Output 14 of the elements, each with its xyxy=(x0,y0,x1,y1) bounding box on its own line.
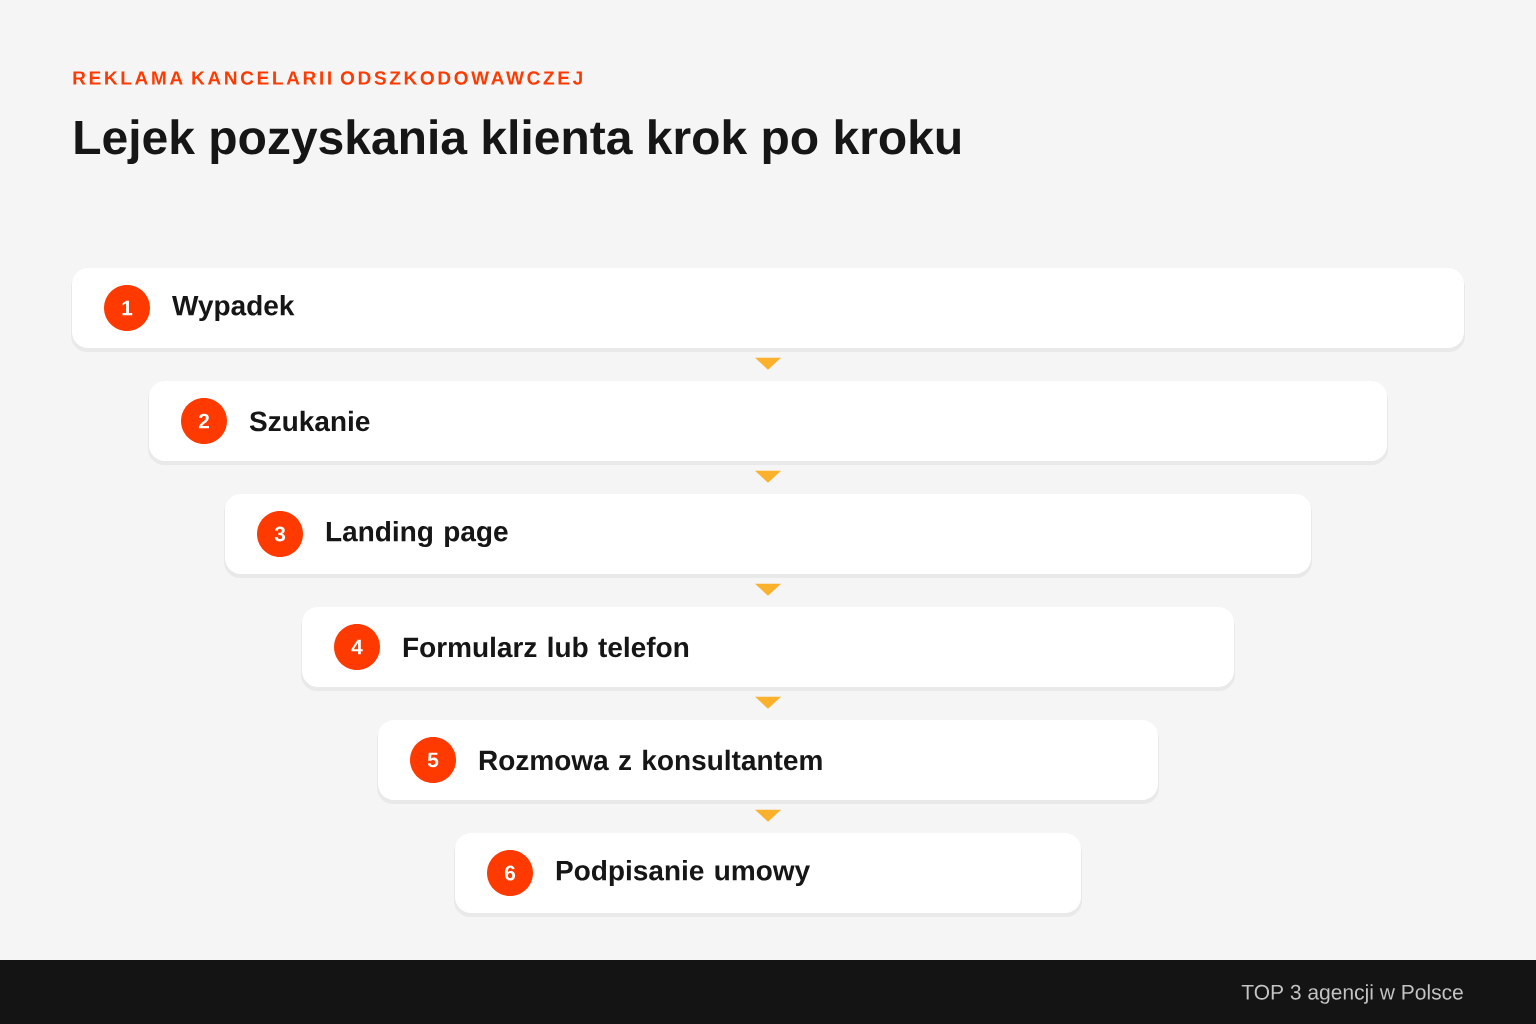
footer-text: TOP 3 agencji w Polsce xyxy=(1241,984,1463,1004)
number-badge: 6 xyxy=(487,850,533,896)
number-badge: 2 xyxy=(181,398,227,444)
subtitle: REKLAMA KANCELARII ODSZKODOWAWCZEJ xyxy=(73,71,582,85)
arrow xyxy=(755,470,781,483)
title: Lejek pozyskania klienta krok po kroku xyxy=(75,119,960,164)
number-badge: 1 xyxy=(104,285,150,331)
number-badge: 4 xyxy=(334,624,380,670)
arrow xyxy=(755,583,781,596)
arrow xyxy=(755,696,781,709)
arrow xyxy=(755,357,781,370)
arrow xyxy=(755,809,781,822)
number-badge: 5 xyxy=(410,737,456,783)
number-badge: 3 xyxy=(257,511,303,557)
